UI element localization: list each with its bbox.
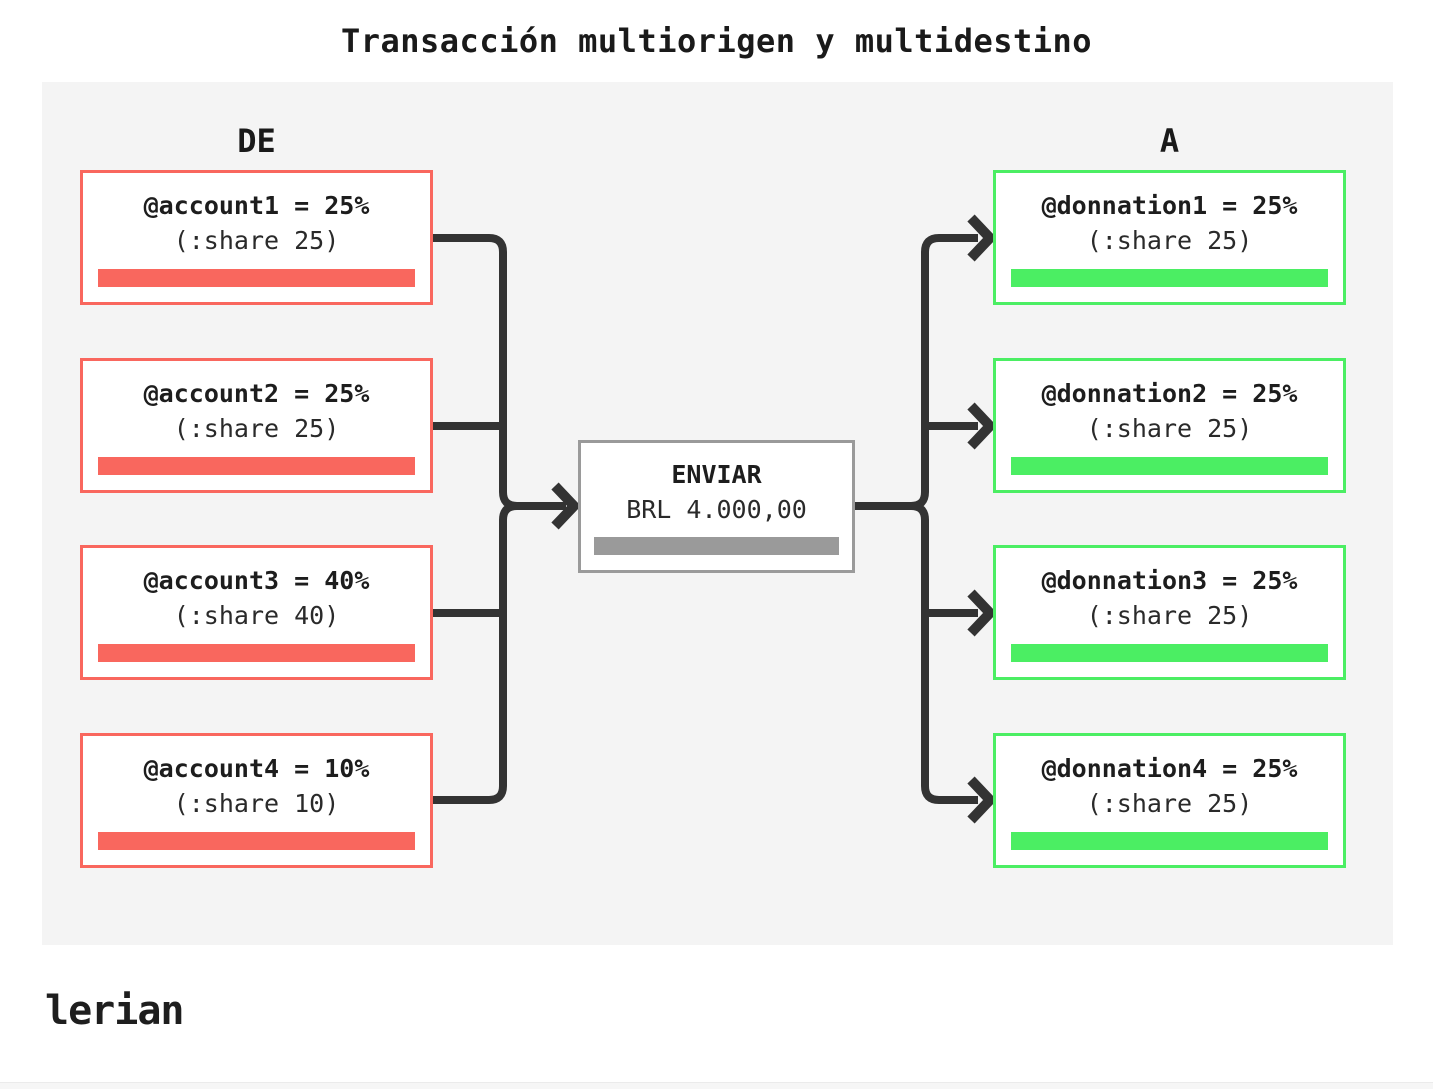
dest1-arrowhead-icon: [967, 214, 997, 262]
share-bar: [98, 457, 415, 475]
share-bar: [1011, 644, 1328, 662]
account-name: @account4 = 10%: [143, 753, 370, 783]
transfer-node: ENVIAR BRL 4.000,00: [578, 440, 855, 573]
dest2-arrowhead-icon: [967, 402, 997, 450]
share-bar: [98, 269, 415, 287]
to-column-header: A: [1159, 122, 1180, 160]
account-name: @account2 = 25%: [143, 378, 370, 408]
transfer-label: ENVIAR: [671, 459, 762, 489]
account-name: @account1 = 25%: [143, 190, 370, 220]
dest3-arrowhead-icon: [967, 589, 997, 637]
donation-share: (:share 25): [1086, 788, 1253, 818]
lerian-logo: lerian: [45, 988, 184, 1034]
share-bar: [1011, 457, 1328, 475]
donation-share: (:share 25): [1086, 225, 1253, 255]
share-bar: [98, 644, 415, 662]
donation-share: (:share 25): [1086, 413, 1253, 443]
account-share: (:share 10): [173, 788, 340, 818]
donation-name: @donnation2 = 25%: [1041, 378, 1298, 408]
diagram-canvas: DE A @account1 = 25% (:share 25) @accoun…: [42, 82, 1393, 945]
source-node-account4: @account4 = 10% (:share 10): [80, 733, 433, 868]
dest1-connector: [855, 234, 978, 510]
destination-node-donnation2: @donnation2 = 25% (:share 25): [993, 358, 1346, 493]
transfer-amount: BRL 4.000,00: [626, 494, 807, 524]
dest4-arrowhead-icon: [967, 776, 997, 824]
destination-node-donnation3: @donnation3 = 25% (:share 25): [993, 545, 1346, 680]
destination-node-donnation4: @donnation4 = 25% (:share 25): [993, 733, 1346, 868]
source4-connector: [433, 502, 518, 804]
donation-name: @donnation1 = 25%: [1041, 190, 1298, 220]
source-node-account2: @account2 = 25% (:share 25): [80, 358, 433, 493]
donation-share: (:share 25): [1086, 600, 1253, 630]
account-name: @account3 = 40%: [143, 565, 370, 595]
donation-name: @donnation4 = 25%: [1041, 753, 1298, 783]
dest4-connector: [910, 502, 978, 804]
donation-name: @donnation3 = 25%: [1041, 565, 1298, 595]
transfer-arrowhead-icon: [551, 482, 581, 530]
page-title: Transacción multiorigen y multidestino: [340, 22, 1093, 60]
share-bar: [98, 832, 415, 850]
bottom-strip: [0, 1082, 1433, 1089]
source1-connector: [433, 234, 566, 510]
account-share: (:share 25): [173, 225, 340, 255]
from-column-header: DE: [237, 122, 276, 160]
share-bar: [1011, 269, 1328, 287]
account-share: (:share 40): [173, 600, 340, 630]
amount-bar: [594, 537, 839, 555]
source-node-account1: @account1 = 25% (:share 25): [80, 170, 433, 305]
share-bar: [1011, 832, 1328, 850]
account-share: (:share 25): [173, 413, 340, 443]
source-node-account3: @account3 = 40% (:share 40): [80, 545, 433, 680]
destination-node-donnation1: @donnation1 = 25% (:share 25): [993, 170, 1346, 305]
